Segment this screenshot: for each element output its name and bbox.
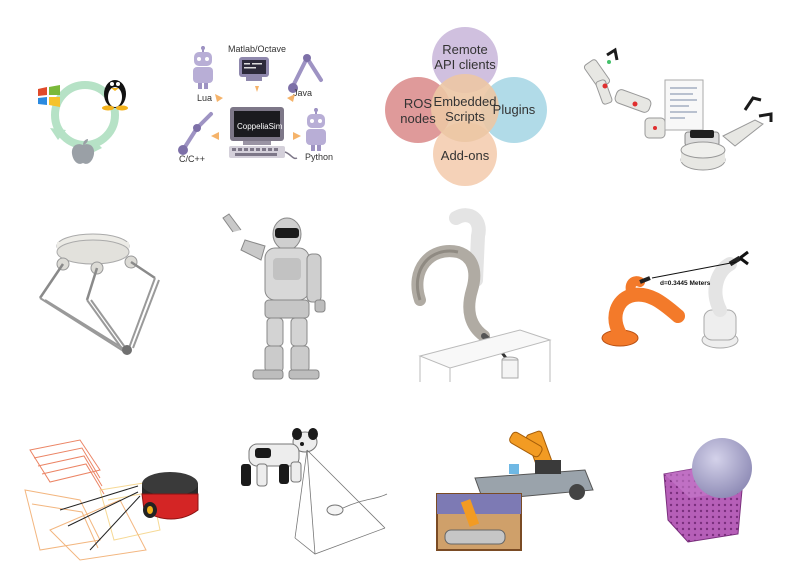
mobile-manipulator-figure: [435, 430, 595, 552]
dual-arm-measure-graphic: [601, 250, 749, 349]
api-remote-label: Remote API clients: [434, 42, 496, 72]
lang-python-label: Python: [305, 152, 334, 162]
python-robot-icon: [306, 108, 326, 151]
sphere-cube-graphic: [663, 438, 752, 543]
delta-robot-figure: [35, 228, 165, 358]
apple-icon: [71, 139, 95, 164]
delta-robot-graphic: [38, 233, 160, 355]
sphere: [692, 438, 752, 498]
humanoid-robot-graphic: [222, 213, 326, 380]
petal-plugins: [481, 77, 547, 143]
cpp-arm-icon: [178, 112, 213, 155]
api-center-label: Embedded Scripts: [433, 94, 497, 124]
distance-readout: d=0.3445 Meters: [660, 280, 711, 287]
sphere-cube-figure: [650, 430, 770, 550]
api-petal-figure: Remote API clients ROS nodes Embedded Sc…: [380, 22, 550, 187]
lang-lua-label: Lua: [197, 93, 213, 103]
robot-assembly-graphic: [583, 47, 773, 171]
java-arm-icon: [288, 54, 323, 93]
mobile-manipulator-graphic: [436, 430, 594, 551]
languages-figure: Matlab/Octave Lua Java CoppeliaS: [175, 38, 335, 168]
lang-java-label: Java: [293, 88, 313, 98]
humanoid-robot-figure: [215, 210, 335, 380]
linux-tux-icon: [102, 80, 128, 111]
pointcloud-robot-graphic: [24, 439, 199, 561]
language-arrows: [211, 86, 301, 140]
robot-assembly-figure: [583, 47, 775, 180]
robot-dog-figure: [235, 428, 395, 558]
computer-icon: [229, 107, 298, 160]
dual-arm-measure-figure: d=0.3445 Meters: [590, 240, 770, 370]
api-petal-graphic: [385, 27, 547, 186]
windows-icon: [38, 85, 60, 107]
pointcloud-robot-figure: [20, 430, 200, 570]
arm-table-figure: [400, 208, 560, 382]
terminal-icon: [239, 57, 269, 81]
api-plugins-label: Plugins: [492, 102, 536, 117]
lua-robot-icon: [193, 46, 213, 89]
lang-cpp-label: C/C++: [179, 154, 206, 164]
platform-cycle-figure: [30, 70, 140, 170]
lang-center-label: CoppeliaSim: [237, 122, 283, 131]
lang-matlab-label: Matlab/Octave: [228, 44, 287, 54]
api-addons-label: Add-ons: [440, 148, 490, 163]
api-ros-label: ROS nodes: [400, 96, 436, 126]
measurement-line: [651, 261, 737, 279]
arm-table-graphic: [411, 208, 552, 382]
petal-center: [431, 74, 499, 142]
petal-remote: [432, 27, 498, 93]
robot-dog-graphic: [241, 428, 388, 555]
